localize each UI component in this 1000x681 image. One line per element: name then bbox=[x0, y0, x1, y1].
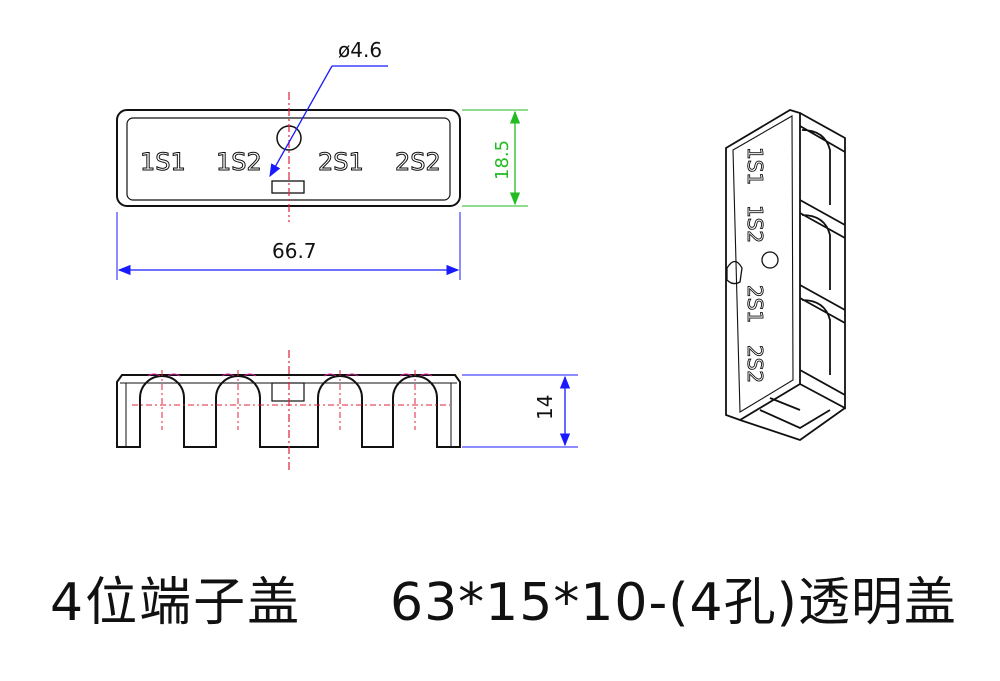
iso-bottom-edge bbox=[739, 397, 846, 441]
top-view: ø4.6 1S1 1S2 2S1 2S2 66.7 18.5 bbox=[116, 38, 528, 280]
hole-leader-line bbox=[269, 65, 333, 178]
terminal-label-4: 2S2 bbox=[395, 148, 441, 176]
front-view-accent-arcs bbox=[147, 373, 433, 377]
iso-terminal-label-1: 1S1 bbox=[743, 147, 767, 185]
product-specification: 63*15*10-(4孔)透明盖 bbox=[390, 573, 957, 633]
front-view: 14 bbox=[116, 350, 578, 470]
iso-hole bbox=[761, 251, 779, 269]
front-height-label: 14 bbox=[533, 395, 557, 420]
iso-top-face-inner bbox=[732, 115, 794, 413]
front-view-latch bbox=[271, 382, 305, 402]
front-view-outline bbox=[116, 374, 461, 448]
height-label-top: 18.5 bbox=[492, 140, 513, 180]
latch-tab bbox=[271, 180, 305, 194]
iso-terminal-label-4: 2S2 bbox=[743, 345, 767, 383]
terminal-label-1: 1S1 bbox=[140, 148, 186, 176]
isometric-view bbox=[725, 109, 846, 441]
terminal-label-2: 1S2 bbox=[216, 148, 262, 176]
terminal-label-3: 2S1 bbox=[318, 148, 364, 176]
hole-diameter-label: ø4.6 bbox=[338, 38, 382, 62]
iso-right-side bbox=[799, 112, 846, 410]
iso-latch bbox=[726, 260, 743, 285]
iso-terminal-label-2: 1S2 bbox=[743, 205, 767, 243]
product-name: 4位端子盖 bbox=[50, 573, 302, 633]
iso-terminal-label-3: 2S1 bbox=[743, 285, 767, 323]
length-label: 66.7 bbox=[272, 239, 317, 263]
iso-labels: 1S1 1S2 2S1 2S2 bbox=[743, 147, 768, 384]
